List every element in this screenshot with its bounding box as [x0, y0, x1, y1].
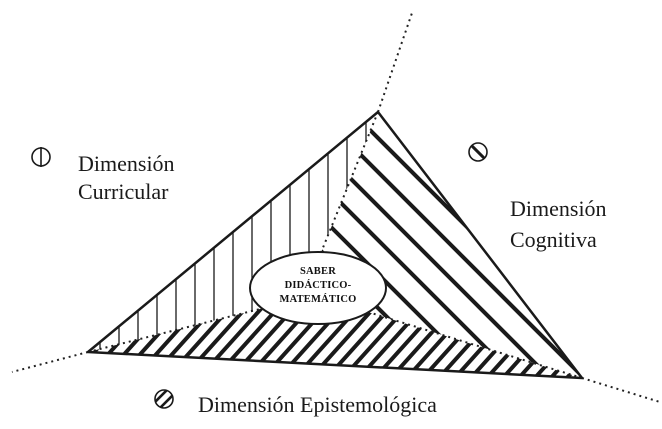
epistemologica-label: Dimensión Epistemológica — [198, 392, 437, 417]
epistemological-hatch-line — [570, 300, 582, 378]
diagonal-hatch-circle-icon — [468, 142, 488, 162]
center-label-line1: SABER — [300, 266, 336, 277]
epistemological-hatch-line — [636, 290, 662, 390]
triangle-outline — [86, 110, 584, 380]
cognitive-hatch-line — [338, 112, 582, 378]
axis-left — [11, 351, 89, 373]
cognitive-hatch-line — [474, 112, 582, 378]
cognitive-hatch-line — [542, 112, 582, 378]
epistemological-hatch-line — [538, 300, 582, 378]
epistemological-hatch-line — [604, 290, 662, 390]
cognitive-hatch-line — [576, 112, 582, 378]
center-label-line3: MATEMÁTICO — [279, 293, 356, 305]
epistemological-hatch-line — [620, 290, 662, 390]
cognitive-hatch-line — [318, 112, 322, 378]
curricular-label-line1: Dimensión — [78, 151, 175, 176]
curricular-label-line2: Curricular — [78, 179, 169, 204]
axis-right — [581, 377, 661, 403]
cognitive-hatch-line — [372, 112, 582, 378]
center-ellipse — [249, 251, 387, 325]
cognitiva-label-line1: Dimensión — [510, 196, 607, 221]
axis-inner-top — [317, 111, 379, 261]
epistemological-hatch-line — [588, 290, 662, 390]
dense-diagonal-hatch-circle-icon — [154, 389, 174, 409]
cognitive-hatch-line — [318, 112, 424, 378]
cognitiva-label-line2: Cognitiva — [510, 227, 597, 252]
vertical-hatch-circle-icon — [31, 147, 51, 167]
center-label-line2: DIDÁCTICO- — [285, 279, 352, 291]
cognitive-hatch-line — [508, 112, 582, 378]
axis-top — [377, 9, 414, 113]
epistemological-hatch-line — [554, 300, 582, 378]
